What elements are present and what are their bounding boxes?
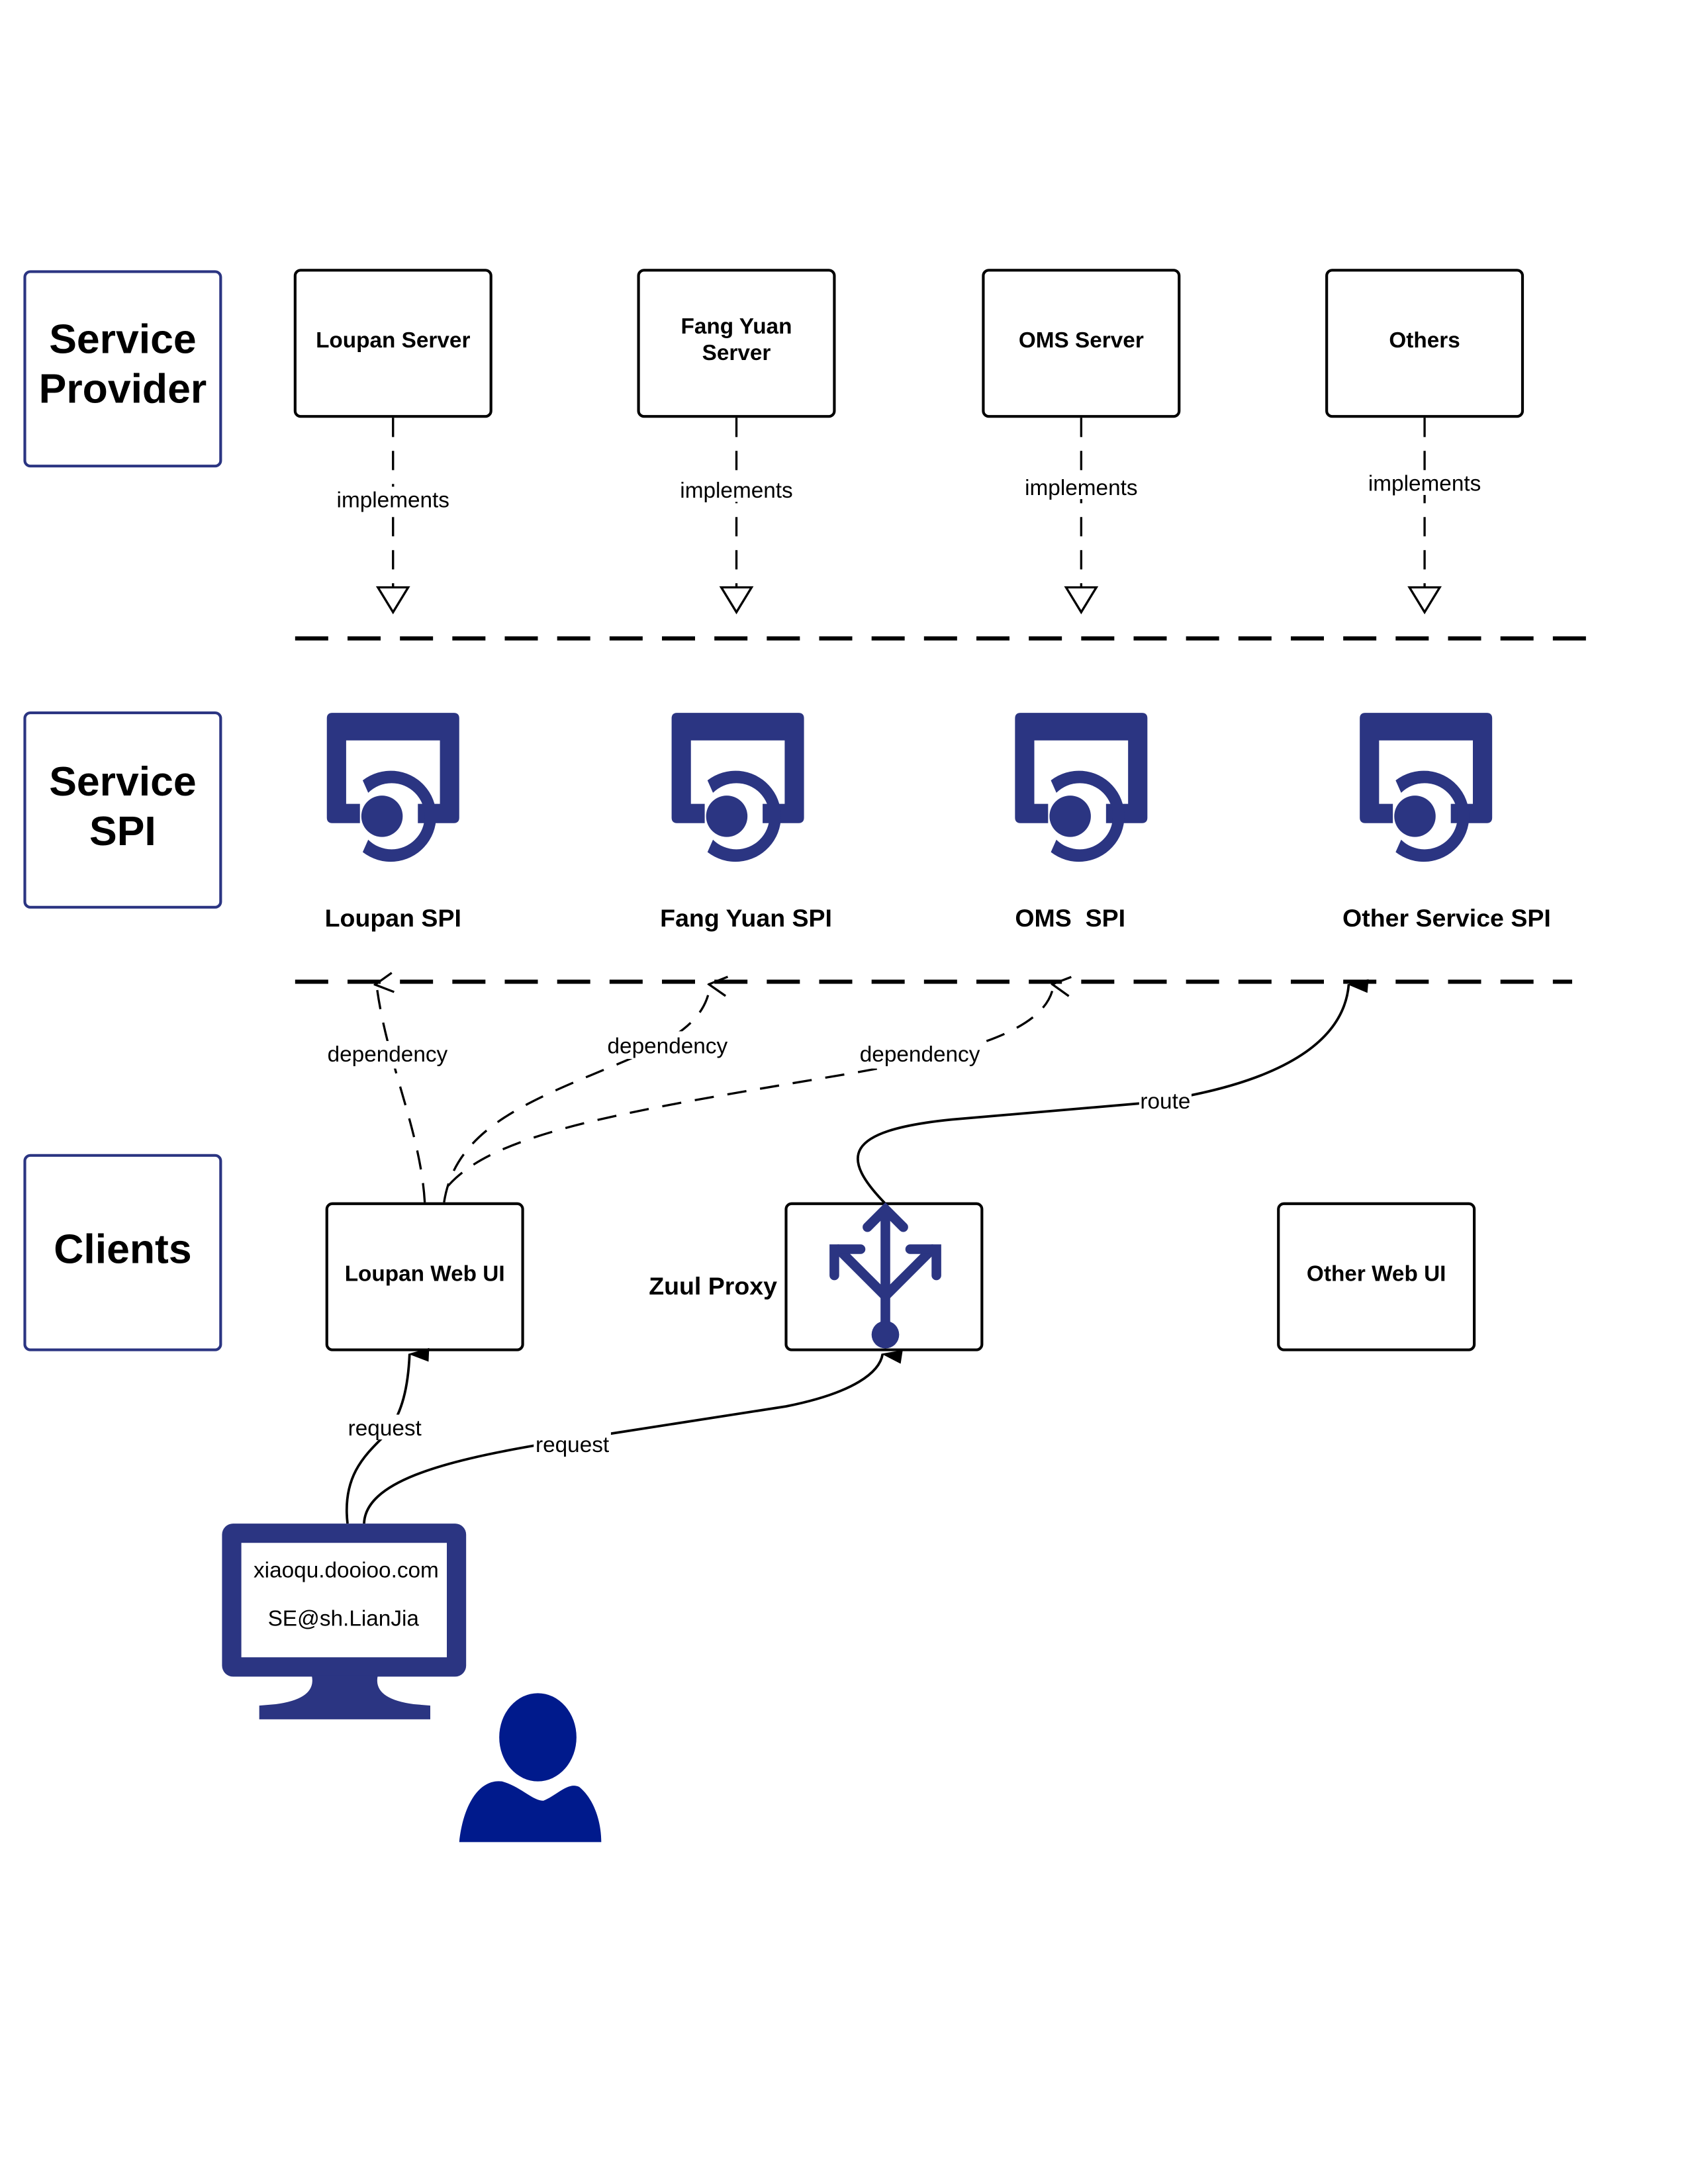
layer-title-line2: SPI [89, 808, 156, 854]
client-zuul-proxy[interactable] [784, 1202, 984, 1351]
edge-label: implements [337, 488, 449, 513]
routing-split-icon [829, 1202, 941, 1340]
api-interface-icon [326, 713, 459, 862]
edge-label: request [348, 1416, 422, 1441]
layer-title-line1: Service [49, 316, 196, 362]
request-edge-loupan: request [345, 1347, 430, 1524]
user-icon [459, 1693, 602, 1843]
provider-fang-yuan-server[interactable]: Fang Yuan Server [637, 269, 836, 418]
route-edge: route [856, 979, 1369, 1205]
realization-arrowhead-icon [719, 586, 754, 615]
spi-fang-yuan[interactable]: Fang Yuan SPI [660, 713, 832, 932]
dependency-edge-loupan: dependency [325, 985, 453, 1203]
provider-loupan-server[interactable]: Loupan Server [293, 269, 492, 418]
client-other-web-ui[interactable]: Other Web UI [1277, 1202, 1476, 1351]
monitor-team-text: SE@sh.LianJia [268, 1606, 420, 1631]
edge-label: route [1140, 1089, 1190, 1114]
monitor-icon: xiaoqu.dooioo.com SE@sh.LianJia [222, 1524, 467, 1719]
api-interface-icon [1360, 713, 1493, 862]
routing-source-dot-icon [871, 1320, 900, 1349]
edge-label: dependency [608, 1034, 728, 1059]
monitor-url-text: xiaoqu.dooioo.com [254, 1558, 439, 1582]
spi-label: OMS SPI [1015, 904, 1125, 932]
node-label: OMS Server [1019, 328, 1144, 353]
realization-arrowhead-icon [1064, 586, 1099, 615]
layer-box-service-provider: Service Provider [23, 270, 222, 468]
implements-edge-oms: implements [1023, 418, 1139, 615]
spi-label: Fang Yuan SPI [660, 904, 832, 932]
implements-edge-fang-yuan: implements [679, 418, 794, 615]
realization-arrowhead-icon [375, 586, 410, 615]
implements-edge-loupan: implements [335, 418, 451, 615]
client-loupan-web-ui[interactable]: Loupan Web UI [325, 1202, 524, 1351]
node-label: Other Web UI [1307, 1261, 1446, 1286]
spi-label: Loupan SPI [325, 904, 461, 932]
dependency-edge-fang-yuan: dependency [443, 985, 733, 1203]
layer-title: Clients [54, 1226, 191, 1272]
zuul-proxy-label: Zuul Proxy [649, 1272, 777, 1300]
provider-others[interactable]: Others [1325, 269, 1524, 418]
node-label: Others [1389, 328, 1460, 353]
spi-label: Other Service SPI [1342, 904, 1551, 932]
edge-label: implements [1368, 472, 1481, 496]
edge-label: implements [680, 478, 792, 503]
api-interface-icon [671, 713, 804, 862]
layer-title-line2: Provider [39, 365, 207, 412]
layer-box-clients: Clients [23, 1154, 222, 1351]
edge-label: implements [1025, 476, 1137, 500]
dependency-edge-oms: dependency [447, 985, 1054, 1187]
spi-loupan[interactable]: Loupan SPI [325, 713, 461, 932]
implements-edge-others: implements [1366, 418, 1483, 615]
node-label: Fang Yuan [681, 314, 792, 339]
node-label: Loupan Server [316, 328, 470, 353]
provider-oms-server[interactable]: OMS Server [982, 269, 1181, 418]
api-interface-icon [1015, 713, 1148, 862]
layer-title-line1: Service [49, 758, 196, 805]
edge-label: dependency [860, 1042, 980, 1067]
edge-label: request [536, 1433, 610, 1457]
spi-oms[interactable]: OMS SPI [1015, 713, 1148, 932]
layer-box-service-spi: Service SPI [23, 711, 222, 909]
node-label: Loupan Web UI [345, 1261, 505, 1286]
spi-other-service[interactable]: Other Service SPI [1342, 713, 1551, 932]
request-edge-zuul: request [363, 1350, 903, 1524]
node-label-line2: Server [702, 341, 771, 365]
edge-label: dependency [328, 1042, 448, 1067]
realization-arrowhead-icon [1407, 586, 1442, 615]
